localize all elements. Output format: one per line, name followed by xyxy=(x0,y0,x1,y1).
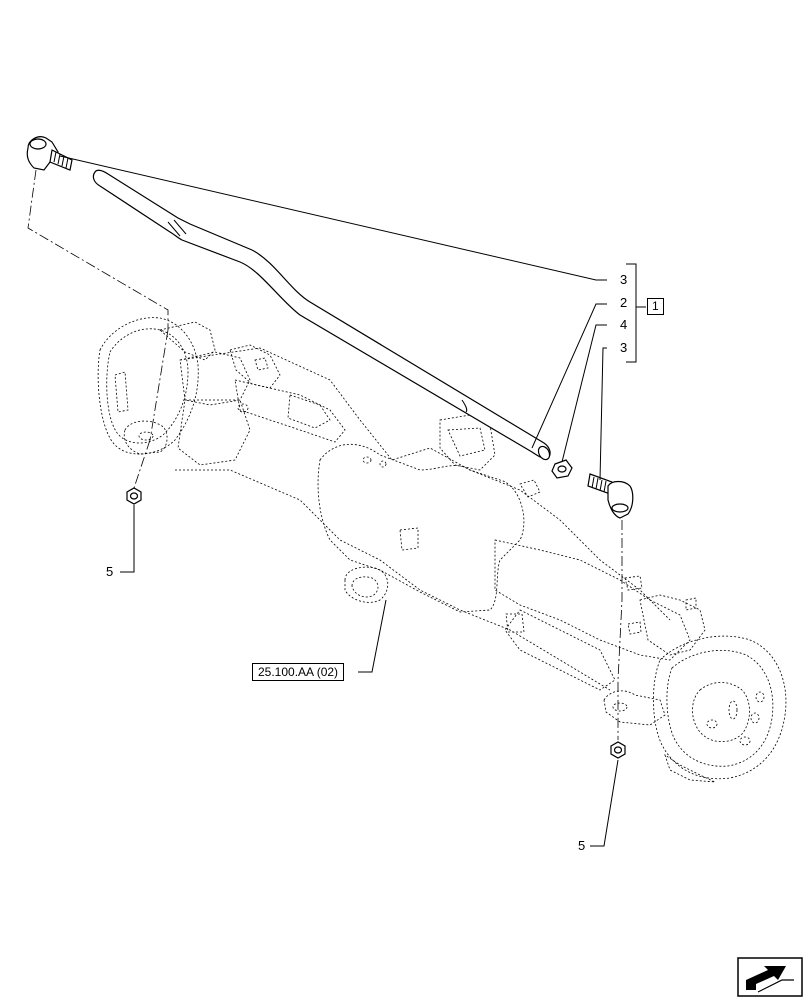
tie-rod-end-top[interactable] xyxy=(26,136,73,171)
front-axle-housing-phantom xyxy=(97,317,787,783)
next-page-button[interactable] xyxy=(738,958,802,996)
next-page-arrow-icon[interactable] xyxy=(737,957,803,997)
callout-tie-rod: 2 xyxy=(620,295,628,310)
axle-reference-link[interactable]: 25.100.AA (02) xyxy=(252,663,345,682)
tie-rod[interactable] xyxy=(92,169,551,461)
callout-tie-rod-end-top: 3 xyxy=(620,272,628,287)
callout-tie-rod-end-bottom: 3 xyxy=(620,340,628,355)
callout-nut-right: 5 xyxy=(578,838,586,853)
callout-nut-left: 5 xyxy=(106,564,114,579)
callout-kit-box: 1 xyxy=(647,298,664,315)
assembly-center-lines xyxy=(27,169,623,740)
leader-lines xyxy=(59,155,646,847)
nut-right-part[interactable] xyxy=(610,741,626,759)
nut-left-part[interactable] xyxy=(126,487,142,505)
tie-rod-end-bottom[interactable] xyxy=(587,473,634,519)
nut-top-part[interactable] xyxy=(551,459,573,479)
callout-nut: 4 xyxy=(620,317,628,332)
